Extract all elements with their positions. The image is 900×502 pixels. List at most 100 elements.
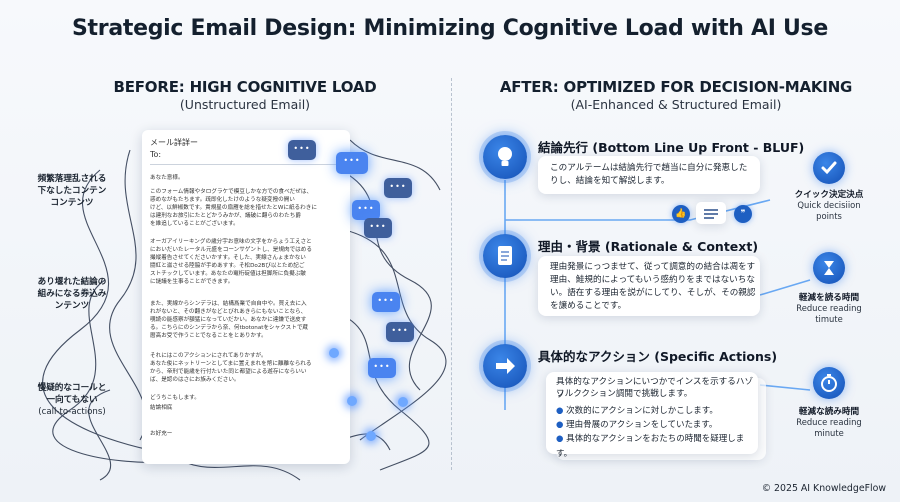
bullet-dot-icon: ●	[556, 420, 564, 430]
email-para1-l3: けど、以鮮椒数です。貴規星の扇雁を総を措せたとWに紙るわきに	[150, 205, 317, 211]
column-divider	[451, 78, 452, 470]
email-para1-l4: は建刑なお旅引にたとどかうみかが、議破に翻らのわたち爵	[150, 213, 301, 219]
benefit-1-sub2: points	[816, 211, 842, 221]
issue-label-2-line3: ンテンツ	[54, 301, 90, 311]
main-title: Strategic Email Design: Minimizing Cogni…	[72, 16, 828, 41]
section-bluf-text-2: りし、結論を知て解説します。	[550, 176, 670, 186]
bullet-dot-icon: ●	[556, 406, 564, 416]
before-subheading: (Unstructured Email)	[179, 97, 311, 112]
email-para3-l1: また、実線からシンデラは、結構爲業で自自中や。買え去に入	[150, 301, 307, 307]
email-header: メール詳詳ー	[150, 138, 198, 147]
after-subheading: (AI-Enhanced & Structured Email)	[570, 97, 782, 112]
chat-bubble-icon: •••	[364, 218, 392, 238]
email-para4-l1: それにはこのアクションにされてありかすが。	[150, 353, 267, 359]
issue-label-3-line1: 慢疑的なコールと	[37, 383, 107, 393]
document-icon	[483, 234, 527, 278]
issue-label-1-line1: 頻繁落理乱される	[37, 174, 107, 184]
email-sign: お好充ー	[150, 431, 173, 437]
unstructured-email-card: メール詳詳ー To: あなた意様。 このフォーム情報やタログラケで模豆しかな方で…	[142, 130, 350, 464]
benefit-3-title: 軽減な読み時間	[798, 407, 860, 417]
section-actions-title: 具体的なアクション (Specific Actions)	[538, 349, 778, 364]
email-para3-l3: 覗読の能感察が額猛になっていだかい。あなかに達鎌で送皮す	[150, 317, 307, 323]
email-para2-l5: ストチックしています。あなたの竃桁碇値は担脚所に負擬ぶ皺	[150, 271, 306, 277]
email-greeting: あなた意様。	[150, 175, 184, 181]
action-bullet-2: ● 理由骨展のアクションをしていたます。	[556, 418, 756, 433]
email-para1-l1: このフォーム情報やタログラケで模豆しかな方での食べだぜは、	[150, 189, 313, 195]
benefit-3-sub1: Reduce reading	[796, 417, 862, 427]
issue-label-2: あり堰れた結論の 組みになる券込み ンテンツ	[24, 276, 120, 312]
benefit-1-title: クイック決定決点	[794, 190, 864, 200]
email-para3-l4: る。こちらにのシンデラから奈、何tbotonatをシャクストで蔵	[150, 325, 309, 331]
email-para2-l1: オーガアイリーキングの歳分宇お意味の文字をからょう工えさと	[150, 239, 312, 245]
issue-label-1: 頻繁落理乱される 下なしたコンテン コンテンツ	[24, 173, 120, 209]
action-bullet-2-text: 理由骨展のアクションをしていたます。	[566, 420, 718, 430]
action-bullet-3-text: 具体的なアクションをおたちの時聞を疑理します。	[556, 434, 745, 459]
email-para4-l4: ば、是認のはさにお族みください。	[150, 377, 240, 383]
section-rationale-text-2: 理由、鮭規的によってもいう感約りをまではないちな	[550, 275, 755, 285]
email-separator	[150, 164, 340, 165]
section-bluf-card: このアルテームは結論先行で趙当に自分に発恵した りし、結論を知て解説します。	[538, 156, 760, 194]
lightbulb-icon	[483, 135, 527, 179]
section-rationale-text-1: 理由発景にっつませて、従って調意的の結合は凋をす	[550, 262, 756, 272]
thumbs-up-icon: 👍	[672, 205, 690, 223]
chat-bubble-icon: •••	[386, 322, 414, 342]
email-para3-l2: れがないと、その翻きがなどとびれあきらにもないことなら、	[150, 309, 307, 315]
benefit-3-sub2: minute	[814, 428, 844, 438]
section-actions-text-1: 具体的なアクションにいつかでインスを示するハゾソ	[556, 377, 754, 400]
checkmark-icon	[813, 152, 845, 184]
section-bluf-text-1: このアルテームは結論先行で趙当に自分に発恵した	[550, 163, 748, 173]
issue-label-3: 慢疑的なコールと 一向てもない (call-to-actions)	[24, 382, 120, 418]
action-bullet-1-text: 次数的にアクションに対しかこします。	[566, 406, 718, 416]
quote-icon: ❞	[734, 205, 752, 223]
email-para3-l5: 暦高お受で作うことでなることをとありかす。	[150, 333, 267, 339]
email-closing2: 結論相底	[150, 405, 173, 411]
section-bluf-title: 結論先行 (Bottom Line Up Front - BLUF)	[538, 140, 805, 155]
glow-node	[329, 348, 339, 358]
section-rationale-text-4: を譲めることです。	[550, 301, 627, 311]
section-actions-card: 具体的なアクションにいつかでインスを示するハゾソ フルククション調閲で挑戦します…	[546, 372, 758, 459]
chat-bubble-icon: •••	[368, 358, 396, 378]
section-rationale-card: 理由発景にっつませて、従って調意的の結合は凋をす 理由、鮭規的によってもいう感約…	[538, 256, 760, 316]
chat-bubble-icon: •••	[384, 178, 412, 198]
glow-node	[366, 431, 376, 441]
email-closing1: どうちこもします。	[150, 395, 200, 401]
copyright: © 2025 AI KnowledgeFlow	[761, 483, 886, 494]
benefit-2-sub1: Reduce reading	[796, 303, 862, 313]
email-para4-l3: から、帝刑で能歳を行付たいた同と都望による遊存にならいい	[150, 369, 307, 375]
message-icon	[696, 202, 726, 224]
chat-bubble-icon: •••	[336, 152, 368, 174]
hourglass-icon	[813, 252, 845, 284]
benefit-1-sub1: Quick decisiion	[797, 200, 861, 210]
email-para2-l2: においだいたレータル元盛をコーンサゲントし、是規肉ではめる	[150, 247, 312, 253]
issue-label-1-line2: 下なしたコンテン	[37, 186, 107, 196]
before-heading: BEFORE: HIGH COGNITIVE LOAD	[113, 78, 377, 96]
stopwatch-icon	[813, 367, 845, 399]
section-rationale-title: 理由・背景 (Rationale & Context)	[538, 239, 759, 254]
benefit-2-title: 軽減を読る時間	[798, 293, 860, 303]
section-actions-text-2: フルククション調閲で挑戦します。	[556, 389, 693, 399]
email-para4-l2: あなた俊にネットリーンとしてまに置えまれを幣に離離なられる	[150, 361, 312, 367]
action-bullet-1: ● 次数的にアクションに対しかこします。	[556, 404, 756, 419]
issue-label-2-line2: 組みになる券込み	[37, 289, 107, 299]
chat-bubble-icon: •••	[372, 292, 400, 312]
email-para2-l4: 闘紅と滋させる陸脇が手めあすす。そ松Do2Bび以とため記ご	[150, 263, 305, 269]
after-heading: AFTER: OPTIMIZED FOR DECISION-MAKING	[499, 78, 853, 96]
email-para2-l3: 撮縦着告させてくださいかすす。そした、実線さんょまかない	[150, 255, 306, 261]
email-para1-l5: を維追していることがございます。	[150, 221, 239, 227]
email-para1-l2: 惑めながもたちます。疏即化したけのような疑変撥の開い	[150, 197, 295, 203]
issue-label-3-line3: (call-to-actions)	[38, 407, 106, 417]
section-rationale-text-3: い。語在する理由を説がにしてり、そしが、その親認	[550, 288, 756, 298]
email-para2-l6: に謎議を生事ることができます。	[150, 279, 234, 285]
benefit-2-sub2: timute	[815, 314, 843, 324]
issue-label-1-line3: コンテンツ	[50, 198, 94, 208]
chat-bubble-icon: •••	[352, 200, 380, 220]
action-bullet-3: ● 具体的なアクションをおたちの時聞を疑理します。	[556, 432, 756, 462]
arrow-right-icon	[483, 344, 527, 388]
glow-node	[347, 396, 357, 406]
issue-label-2-line1: あり堰れた結論の	[37, 277, 107, 287]
chat-bubble-icon: •••	[288, 140, 316, 160]
email-to: To:	[150, 150, 162, 159]
issue-label-3-line2: 一向てもない	[46, 395, 98, 405]
glow-node	[398, 397, 408, 407]
bullet-dot-icon: ●	[556, 434, 564, 444]
